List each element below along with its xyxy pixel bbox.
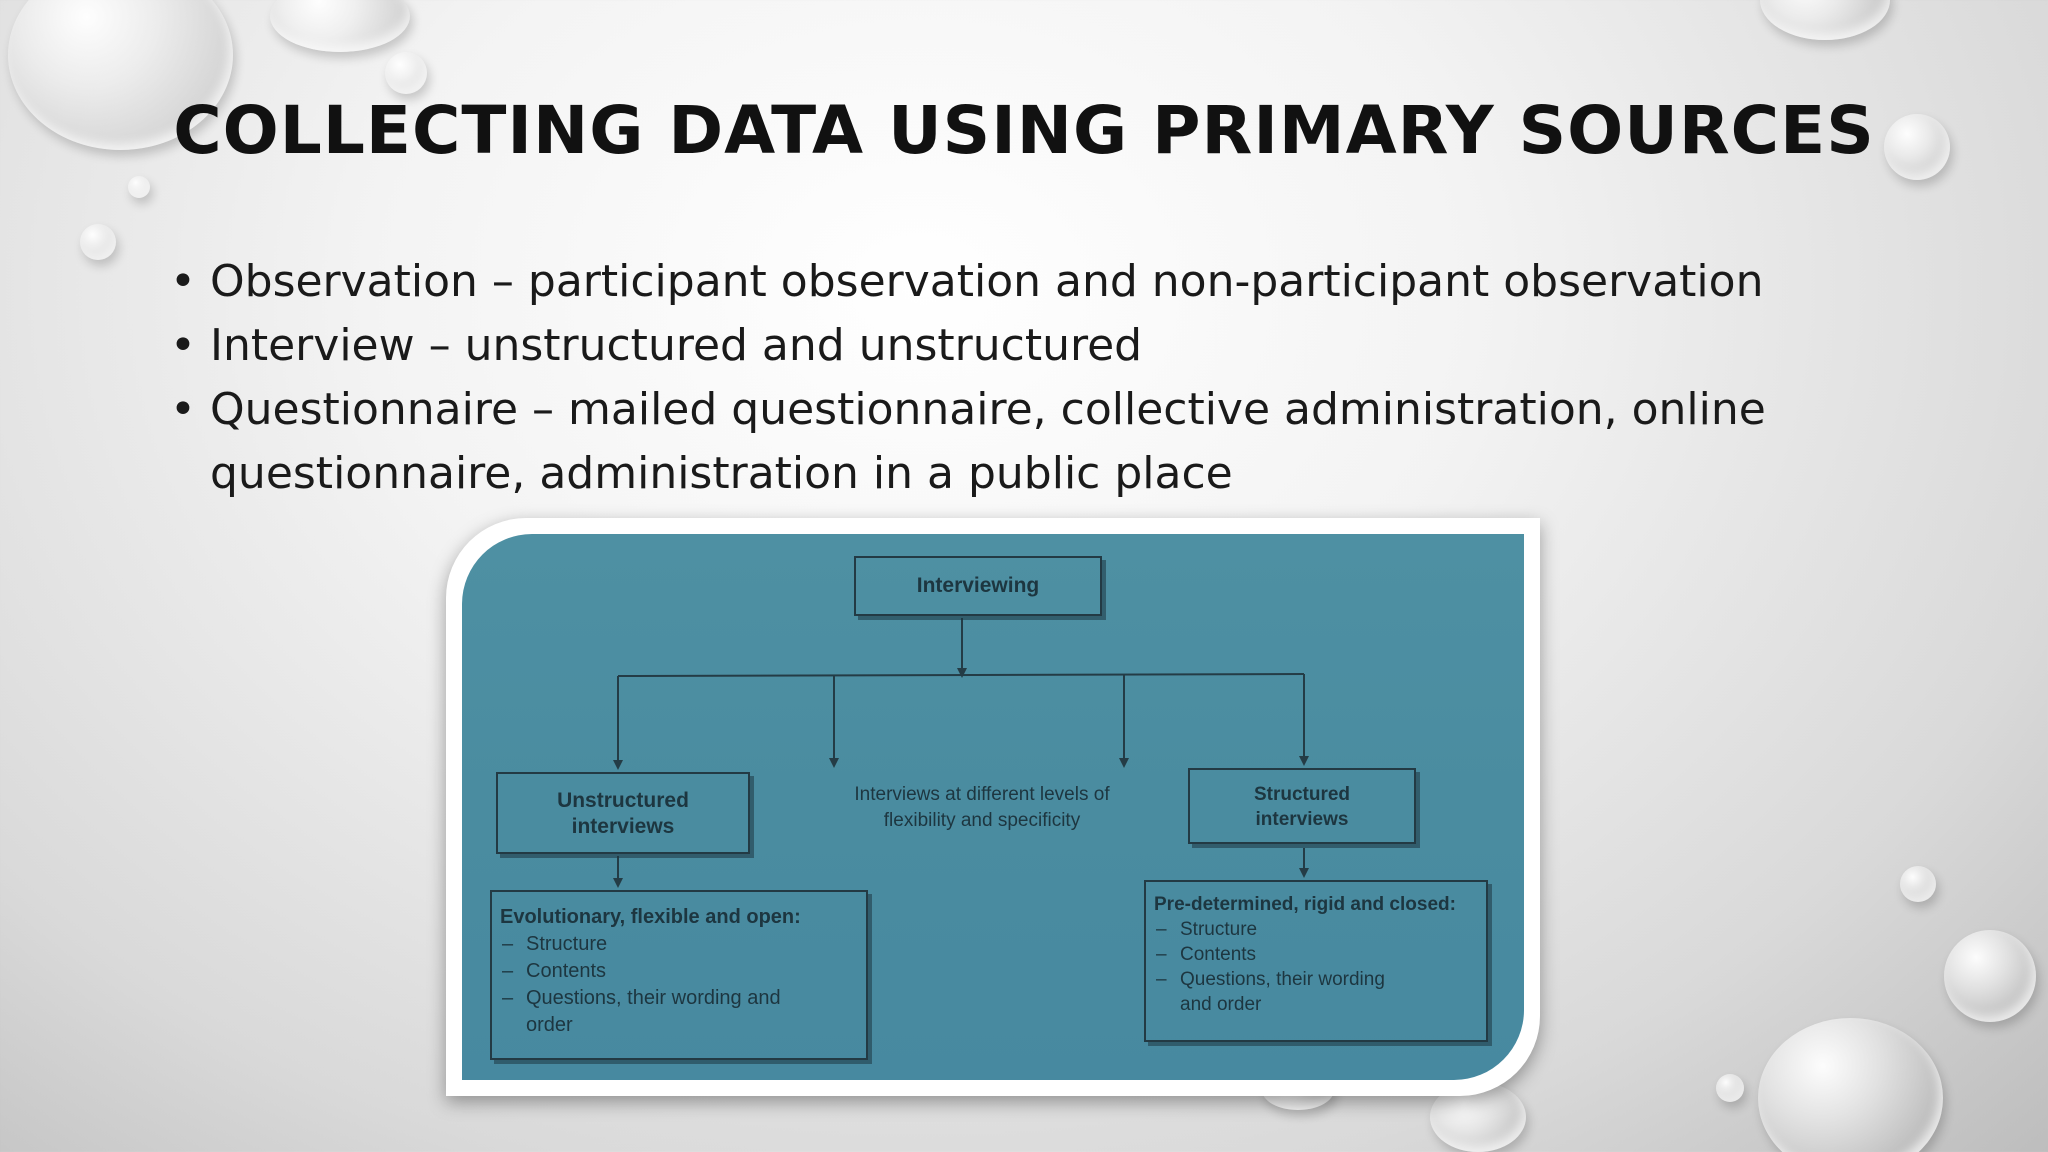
- diagram-photo: Interviewing Unstructured interviews Int…: [462, 534, 1524, 1080]
- unstructured-label: Unstructured interviews: [557, 789, 689, 838]
- bullet-text: Observation – participant observation an…: [210, 256, 1764, 307]
- water-drop-icon: [1716, 1074, 1744, 1102]
- list-item: Structure: [500, 931, 858, 958]
- unstructured-box: Unstructured interviews: [496, 772, 750, 854]
- structured-detail-heading: Pre-determined, rigid and closed:: [1154, 894, 1456, 915]
- water-drop-icon: [1760, 0, 1890, 40]
- bullet-list: • Observation – participant observation a…: [170, 250, 1770, 506]
- structured-detail-box: Pre-determined, rigid and closed: Struct…: [1144, 880, 1488, 1042]
- bullet-text: Interview – unstructured and unstructure…: [210, 320, 1143, 371]
- water-drop-icon: [385, 52, 427, 94]
- structured-detail-list: Structure Contents Questions, their word…: [1154, 917, 1478, 1017]
- bullet-item: • Questionnaire – mailed questionnaire, c…: [170, 378, 1770, 506]
- water-drop-icon: [1758, 1018, 1943, 1152]
- list-item: Structure: [1154, 917, 1478, 942]
- root-label: Interviewing: [916, 574, 1040, 597]
- structured-box: Structured interviews: [1188, 768, 1416, 844]
- water-drop-icon: [1884, 114, 1950, 180]
- bullet-dot-icon: •: [170, 384, 196, 435]
- slide-title: COLLECTING DATA USING PRIMARY SOURCES: [173, 92, 1875, 169]
- bullet-dot-icon: •: [170, 256, 196, 307]
- list-item: Contents: [500, 958, 858, 985]
- unstructured-detail-list: Structure Contents Questions, their word…: [500, 931, 858, 1039]
- list-item: Contents: [1154, 942, 1478, 967]
- list-item: Questions, their wording and order: [1154, 967, 1410, 1017]
- water-drop-icon: [128, 176, 150, 198]
- root-box: Interviewing: [854, 556, 1102, 616]
- water-drop-icon: [1900, 866, 1936, 902]
- bullet-item: • Observation – participant observation a…: [170, 250, 1770, 314]
- bullet-item: • Interview – unstructured and unstructur…: [170, 314, 1770, 378]
- water-drop-icon: [8, 0, 233, 150]
- structured-label: Structured interviews: [1253, 784, 1351, 830]
- unstructured-detail-heading: Evolutionary, flexible and open:: [500, 906, 801, 928]
- bullet-text: Questionnaire – mailed questionnaire, co…: [210, 384, 1766, 499]
- list-item: Questions, their wording and order: [500, 985, 786, 1039]
- water-drop-icon: [1944, 930, 2036, 1022]
- water-drop-icon: [270, 0, 410, 52]
- diagram-connectors: [613, 618, 1309, 888]
- picture-frame: Interviewing Unstructured interviews Int…: [446, 518, 1540, 1096]
- water-drop-icon: [80, 224, 116, 260]
- middle-text: Interviews at different levels of flexib…: [854, 784, 1110, 831]
- bullet-dot-icon: •: [170, 320, 196, 371]
- unstructured-detail-box: Evolutionary, flexible and open: Structu…: [490, 890, 868, 1060]
